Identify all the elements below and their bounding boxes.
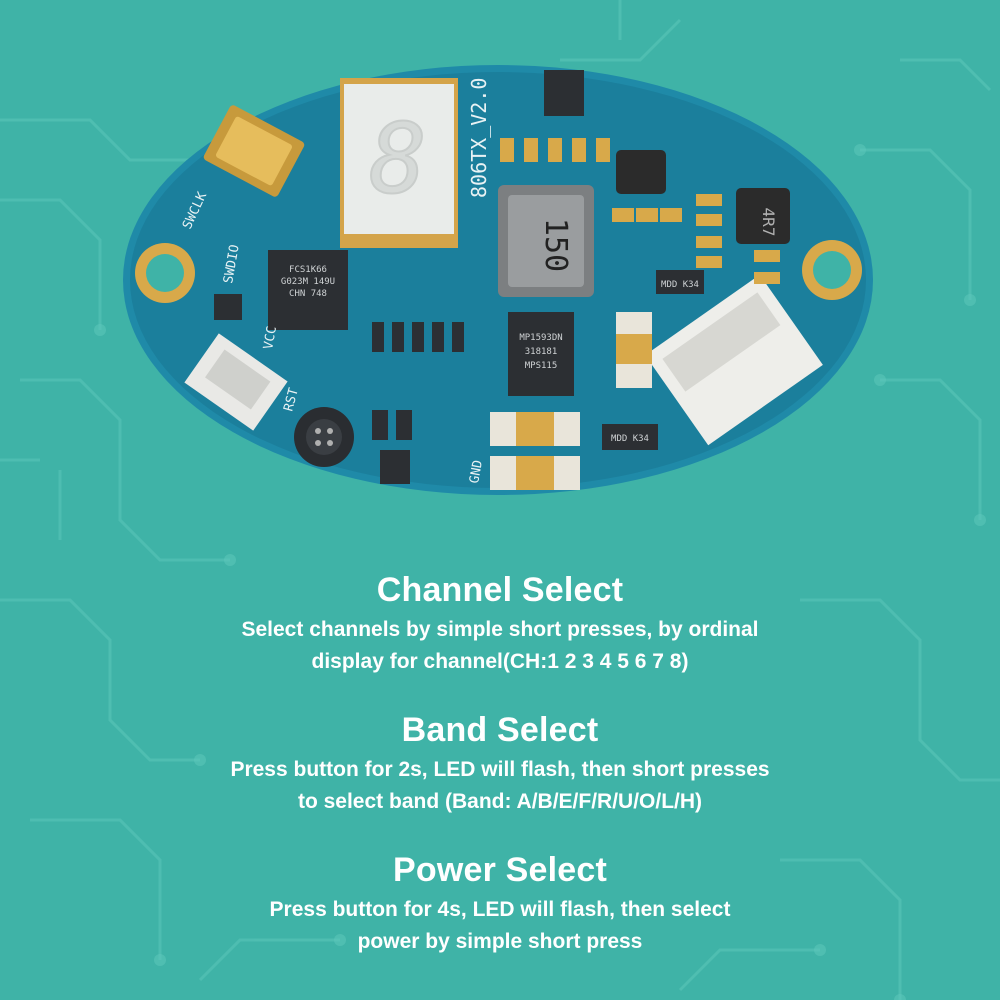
label-vcc: VCC [261, 325, 280, 351]
driver-marking-2: 318181 [525, 347, 558, 357]
band-select-title: Band Select [401, 711, 599, 749]
seven-segment-digit: 8 [369, 103, 427, 215]
driver-marking-3: MPS115 [525, 361, 558, 371]
inductor-marking: 150 [538, 218, 573, 272]
label-rst: RST [281, 386, 302, 413]
white-connector [645, 274, 823, 446]
mcu-chip: FCS1K66 G023M 149U CHN 748 [268, 250, 348, 330]
svg-text:MDD K34: MDD K34 [611, 434, 649, 444]
diode-bottom: MDD K34 [602, 424, 658, 450]
mcu-marking-3: CHN 748 [289, 289, 327, 299]
small-inductor-top [616, 150, 666, 194]
mcu-marking-2: G023M 149U [281, 277, 335, 287]
silkscreen-model: 806TX_V2.0 [467, 78, 491, 198]
mounting-hole-left [135, 243, 195, 303]
driver-ic: MP1593DN 318181 MPS115 [508, 312, 574, 396]
antenna-connector [203, 105, 305, 197]
smd-row-mid [214, 70, 584, 484]
power-select-description: Press button for 4s, LED will flash, the… [269, 898, 731, 953]
channel-select-title: Channel Select [376, 571, 624, 609]
diode-top: MDD K34 [656, 270, 704, 294]
round-buzzer [294, 407, 354, 467]
small-inductor-right: 4R7 [736, 188, 790, 244]
power-select-title: Power Select [392, 851, 608, 889]
svg-text:MDD K34: MDD K34 [661, 280, 699, 290]
power-select-section: Power Select Press button for 4s, LED wi… [0, 850, 1000, 958]
label-gnd: GND [467, 459, 486, 485]
driver-marking-1: MP1593DN [519, 333, 562, 343]
push-button [184, 333, 288, 431]
large-inductor: 150 [498, 185, 594, 297]
small-inductor-marking: 4R7 [759, 208, 778, 237]
label-swdio: SWDIO [221, 243, 243, 284]
feature-captions: Channel Select Select channels by simple… [0, 560, 1000, 1000]
band-select-description: Press button for 2s, LED will flash, the… [230, 758, 770, 813]
seven-segment-display: 8 [340, 78, 458, 248]
smd-row-top [500, 138, 780, 284]
channel-select-section: Channel Select Select channels by simple… [0, 570, 1000, 678]
tantalum-capacitors [490, 312, 652, 490]
mounting-hole-right [802, 240, 862, 300]
vtx-board-photo: 8 150 4R7 FCS1K66 G023M 149U CHN 748 MP1… [123, 65, 873, 495]
mcu-marking-1: FCS1K66 [289, 265, 327, 275]
channel-select-description: Select channels by simple short presses,… [241, 618, 759, 673]
band-select-section: Band Select Press button for 2s, LED wil… [0, 710, 1000, 818]
